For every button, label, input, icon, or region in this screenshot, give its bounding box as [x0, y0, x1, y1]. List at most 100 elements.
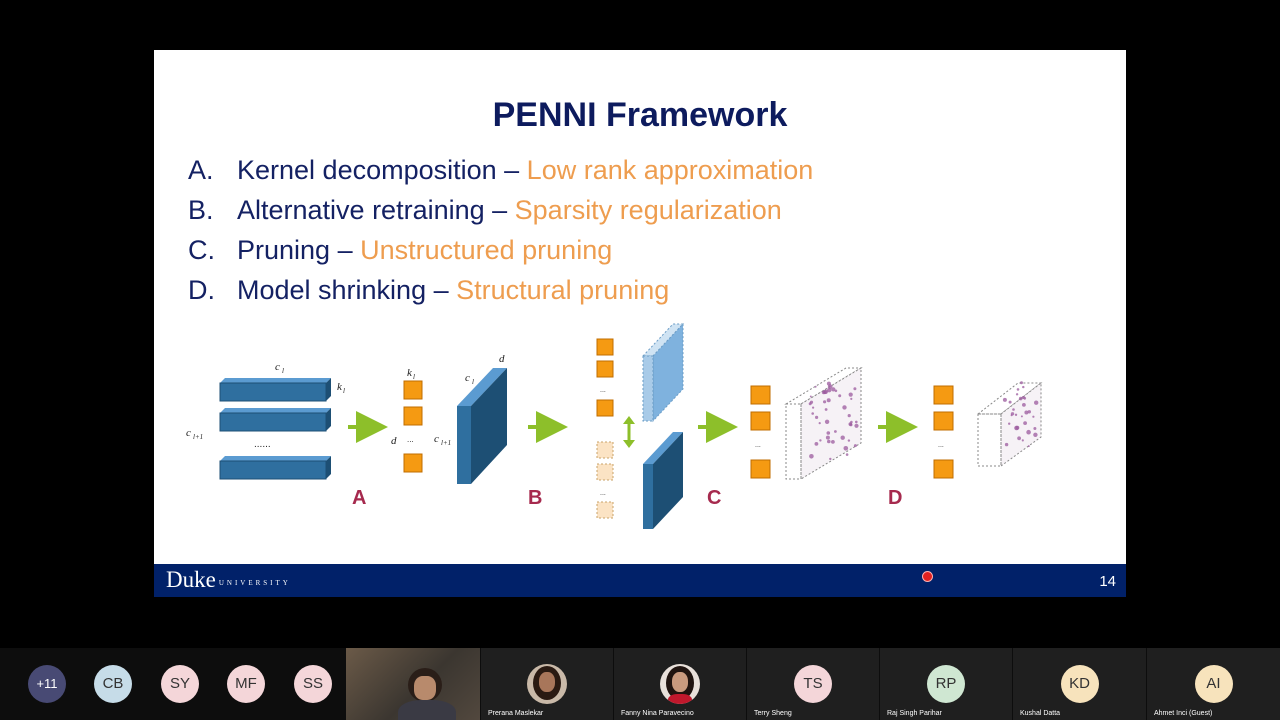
- participant-avatar: KD: [1060, 665, 1099, 703]
- sparse-weight-dot: [1033, 432, 1038, 437]
- sparse-weight-dot: [827, 439, 831, 444]
- sparse-weight-dot: [842, 405, 847, 410]
- sparse-weight-dot: [829, 457, 832, 461]
- basis-square: [403, 406, 423, 426]
- sparse-weight-dot: [1020, 381, 1023, 385]
- bullet-letter: D.: [188, 275, 215, 305]
- participant-tile[interactable]: AI Ahmet Inci (Guest): [1147, 648, 1280, 720]
- basis-square: [596, 360, 614, 378]
- participant-avatar[interactable]: MF: [227, 665, 265, 703]
- sparse-weight-dot: [821, 390, 826, 395]
- sparse-weight-dot: [1014, 413, 1018, 416]
- sparse-weight-dot: [823, 400, 827, 404]
- cl1-symbol: c: [434, 433, 439, 445]
- participant-avatar: TS: [794, 665, 832, 703]
- small-ellipsis: ...: [755, 442, 761, 449]
- bullet-text: Model shrinking –: [237, 275, 457, 305]
- sparse-weight-dot: [826, 381, 831, 386]
- sparse-weight-dot: [824, 419, 830, 424]
- participant-tile[interactable]: KD Kushal Datta: [1013, 648, 1146, 720]
- speaker-body: [398, 700, 456, 720]
- coefficient-block: [457, 368, 507, 484]
- faded-square: [596, 501, 614, 519]
- alternating-squares: [596, 338, 614, 519]
- sparse-weight-dot: [1017, 436, 1021, 441]
- kernel-slab: [219, 456, 331, 480]
- kl-subscript: l: [343, 387, 345, 395]
- small-ellipsis: ...: [600, 387, 606, 394]
- sparse-weight-dot: [826, 431, 831, 435]
- basis-square: [596, 338, 614, 356]
- basis-square: [750, 385, 771, 405]
- bullet-a: A.Kernel decomposition – Low rank approx…: [188, 155, 813, 186]
- participant-name: Kushal Datta: [1020, 710, 1061, 717]
- sparse-weight-dot: [1016, 388, 1020, 391]
- basis-squares: [933, 385, 954, 479]
- more-participants-button[interactable]: +11: [28, 665, 66, 703]
- sparse-weight-dot: [855, 420, 858, 424]
- kl-symbol: k: [337, 381, 343, 393]
- sparse-weights: [1002, 381, 1039, 448]
- cl1-symbol: c: [186, 427, 191, 439]
- participant-avatar[interactable]: SS: [294, 665, 332, 703]
- cl-subscript: l: [472, 378, 474, 386]
- basis-square: [933, 385, 954, 405]
- bullet-d: D.Model shrinking – Structural pruning: [188, 275, 669, 306]
- sparse-weight-dot: [1002, 397, 1007, 402]
- participant-avatar[interactable]: SY: [161, 665, 199, 703]
- sparse-weight-dot: [1023, 421, 1027, 425]
- bullet-c: C.Pruning – Unstructured pruning: [188, 235, 612, 266]
- basis-square: [933, 411, 954, 431]
- sparse-weight-dot: [1022, 385, 1025, 389]
- participant-avatar: RP: [927, 665, 965, 703]
- participant-tile[interactable]: Prerana Maslekar: [481, 648, 613, 720]
- sparse-weight-dot: [1026, 429, 1031, 435]
- slide-title: PENNI Framework: [492, 96, 788, 134]
- sparse-weights: [808, 381, 859, 461]
- faded-square: [596, 463, 614, 481]
- faded-square: [596, 441, 614, 459]
- basis-square: [403, 453, 423, 473]
- kl-symbol: k: [407, 367, 413, 379]
- sparse-weight-dot: [1032, 415, 1035, 418]
- small-ellipsis: ...: [407, 435, 414, 444]
- participant-photo: [527, 664, 567, 704]
- speaker-video-tile[interactable]: [346, 648, 480, 720]
- bullet-letter: B.: [188, 195, 214, 225]
- participant-tile[interactable]: Fanny Nina Paravecino: [614, 648, 746, 720]
- basis-square: [750, 459, 771, 479]
- sparse-weight-dot: [848, 392, 853, 397]
- sparse-weight-dot: [1004, 442, 1009, 447]
- swap-arrow-icon: [623, 416, 635, 448]
- sparse-weight-dot: [1012, 408, 1015, 411]
- sparse-weight-dot: [819, 439, 822, 442]
- sparse-weight-dot: [840, 435, 845, 440]
- participant-avatar[interactable]: CB: [94, 665, 132, 703]
- participant-name: Ahmet Inci (Guest): [1154, 710, 1213, 717]
- sparse-weight-dot: [834, 430, 837, 433]
- sparse-coefficient-box: [784, 367, 863, 480]
- cl-subscript: l: [282, 367, 284, 375]
- basis-square: [750, 411, 771, 431]
- sparse-weight-dot: [838, 394, 842, 398]
- stage-label-a: A: [352, 487, 366, 509]
- sparse-weight-dot: [845, 453, 849, 456]
- sparse-weight-dot: [809, 454, 814, 459]
- sparse-weight-dot: [1033, 427, 1037, 430]
- participant-name: Fanny Nina Paravecino: [621, 710, 694, 717]
- sparse-weight-dot: [824, 408, 828, 411]
- stage-label-c: C: [707, 487, 721, 509]
- sparse-weight-dot: [818, 422, 821, 425]
- duke-logo-subtext: UNIVERSITY: [218, 579, 291, 587]
- bullet-highlight: Low rank approximation: [526, 155, 814, 185]
- participant-tile[interactable]: RP Raj Singh Parihar: [880, 648, 1012, 720]
- sparse-weight-dot: [1027, 445, 1030, 448]
- cl1-subscript: l+1: [193, 433, 203, 441]
- bullet-letter: A.: [188, 155, 214, 185]
- laser-pointer-icon: [922, 571, 933, 582]
- participant-tile[interactable]: TS Terry Sheng: [747, 648, 879, 720]
- sparse-weight-dot: [847, 414, 851, 418]
- sparse-weight-dot: [809, 395, 812, 398]
